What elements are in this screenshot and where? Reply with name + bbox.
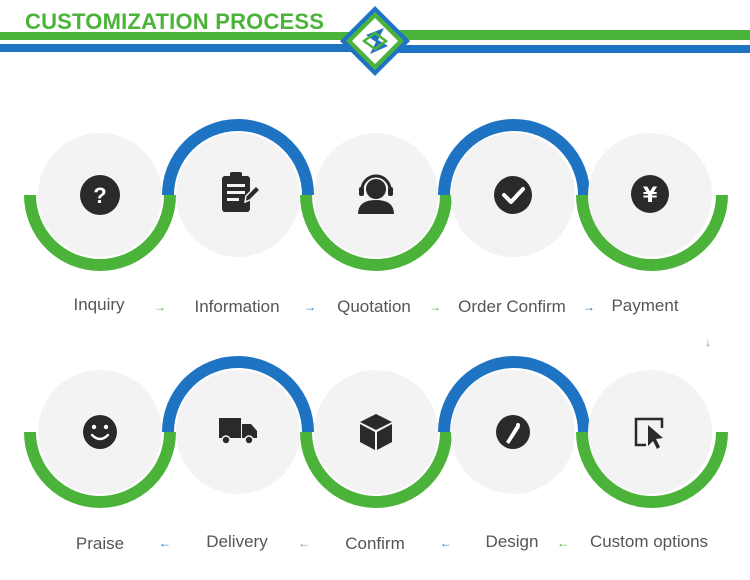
header-stripe-green-right <box>398 30 750 40</box>
header-stripe-blue-right <box>398 45 750 53</box>
step-label-design: Design <box>485 532 539 551</box>
arrow-left-icon: ← <box>298 536 310 550</box>
row2-arcs <box>24 356 728 508</box>
diamond-logo-icon <box>340 6 410 76</box>
step-label-quotation: Quotation <box>337 297 411 316</box>
step-label-confirm: Confirm <box>345 534 405 553</box>
headset-agent-icon <box>358 174 394 214</box>
step-label-order-confirm: Order Confirm <box>458 297 566 316</box>
smiley-icon <box>83 415 117 449</box>
check-icon <box>494 176 532 214</box>
question-icon: ? <box>80 175 120 215</box>
step-label-inquiry: Inquiry <box>73 295 125 314</box>
step-label-payment: Payment <box>611 296 679 315</box>
arrow-right-icon: → <box>304 300 316 314</box>
step-circle-confirm <box>314 370 438 494</box>
compass-pen-icon <box>496 415 530 449</box>
truck-icon <box>219 418 257 445</box>
cursor-select-icon <box>634 417 664 449</box>
arrow-left-icon: ← <box>557 536 569 550</box>
arrow-down-icon: ↓ <box>705 335 711 349</box>
yen-icon: ¥ <box>631 175 669 213</box>
header-stripe-green-left <box>0 32 352 40</box>
arrow-left-icon: ← <box>159 536 171 550</box>
arrow-right-icon: → <box>583 300 595 314</box>
arrow-left-icon: ← <box>440 536 452 550</box>
box-icon <box>360 414 392 450</box>
row1-arcs <box>24 119 728 271</box>
arrow-right-icon: → <box>429 300 441 314</box>
page-title: CUSTOMIZATION PROCESS <box>25 9 325 34</box>
step-label-praise: Praise <box>75 534 125 553</box>
step-label-delivery: Delivery <box>206 532 268 551</box>
svg-text:?: ? <box>93 183 106 208</box>
step-label-information: Information <box>194 297 280 316</box>
step-label-custom-options: Custom options <box>589 532 709 551</box>
header-stripe-blue-left <box>0 44 352 52</box>
arrow-right-icon: → <box>154 300 166 314</box>
header-stripes <box>0 6 750 76</box>
svg-text:¥: ¥ <box>643 183 658 207</box>
clipboard-icon <box>222 172 262 212</box>
